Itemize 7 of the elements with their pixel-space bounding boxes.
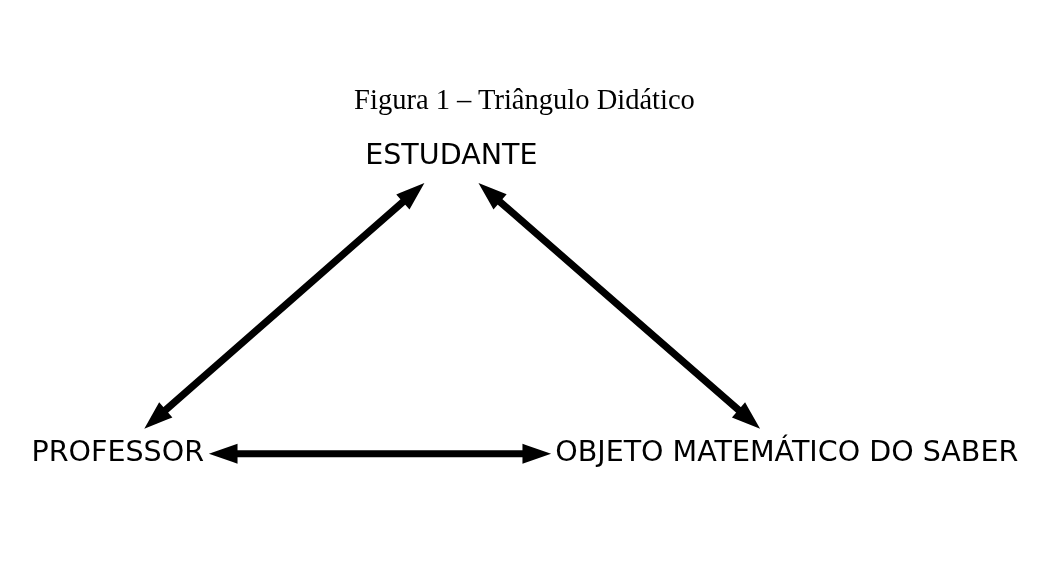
diagram-title: Figura 1 – Triângulo Didático: [354, 84, 695, 116]
arrow: [208, 443, 552, 464]
node-text: PROFESSOR: [31, 434, 204, 468]
node-text: ESTUDANTE: [365, 138, 538, 172]
node-text: OBJETO MATEMÁTICO DO SABER: [555, 434, 1019, 468]
arrow: [144, 183, 425, 429]
arrow: [478, 183, 761, 429]
